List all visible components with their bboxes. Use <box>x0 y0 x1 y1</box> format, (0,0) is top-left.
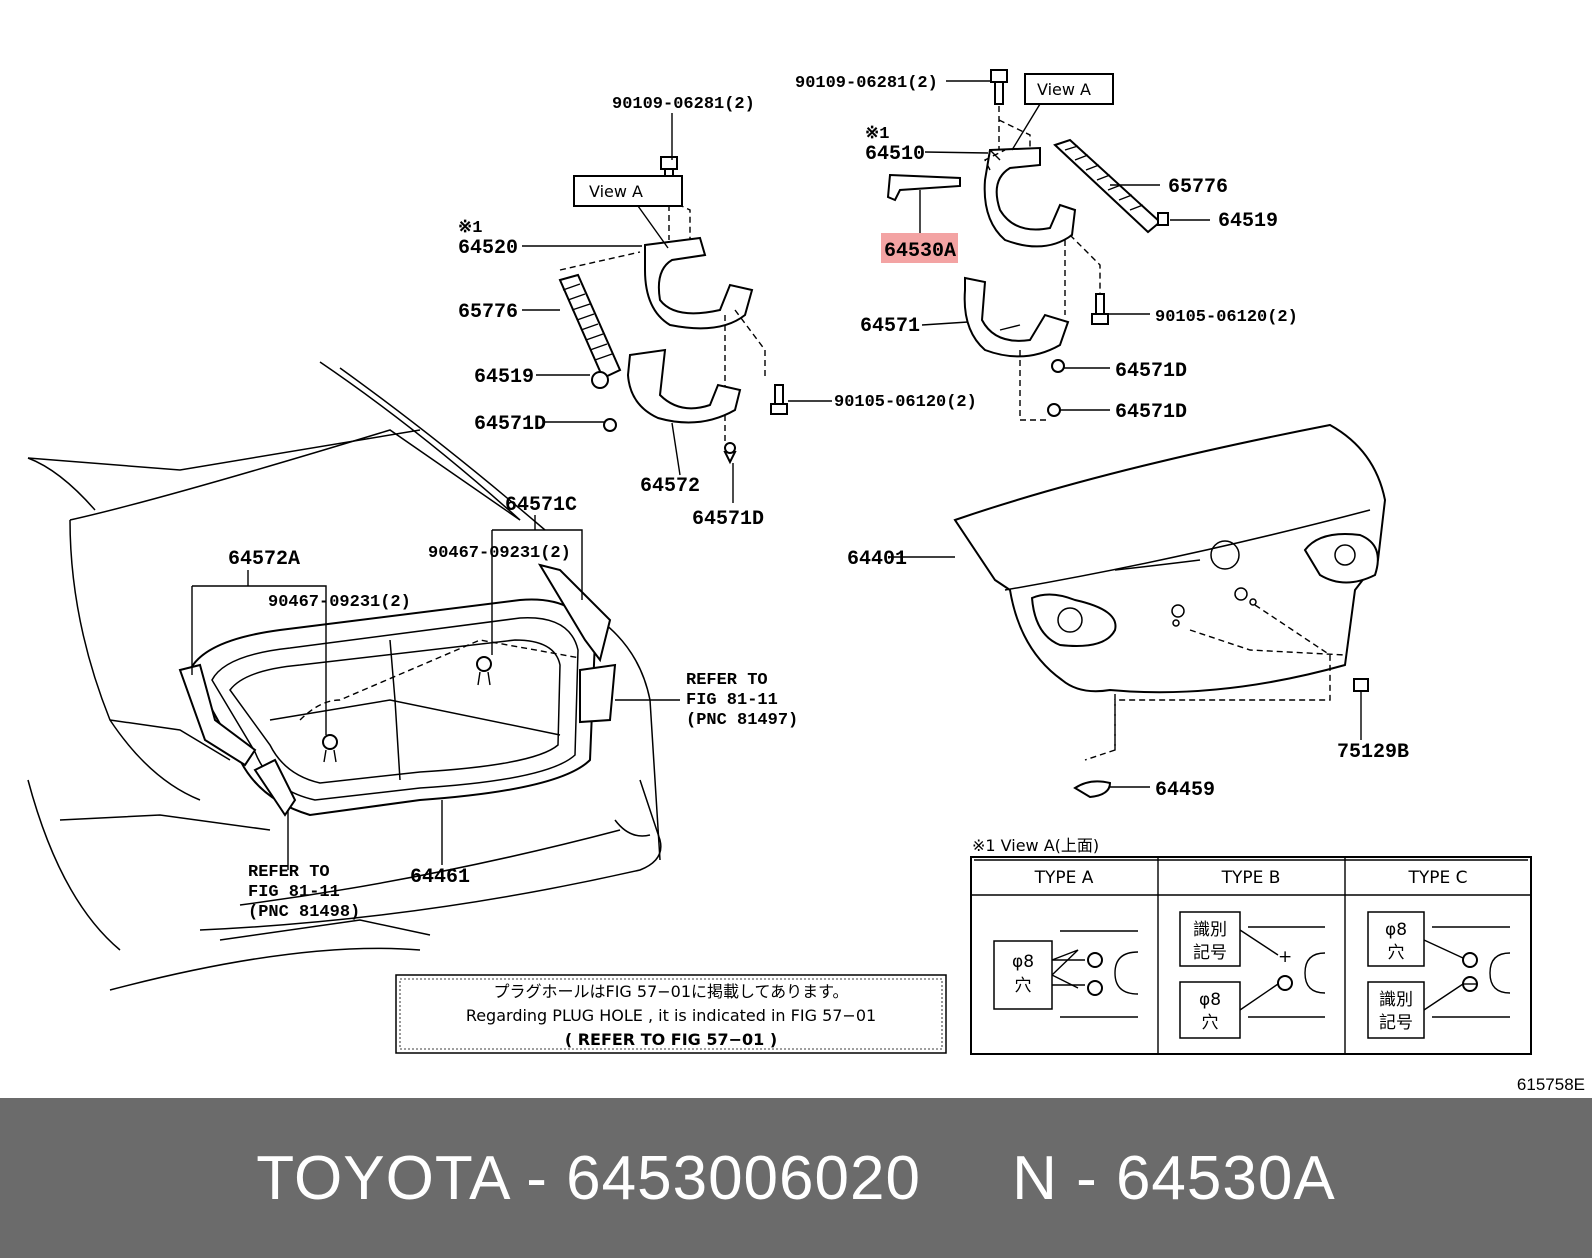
type-b-hole-1: φ8 <box>1199 990 1221 1010</box>
torsion-bar-left <box>558 273 622 380</box>
parts-diagram: 90109-06281(2) View A ※1 64520 65776 645… <box>27 69 1585 1094</box>
bumper-stop-icon <box>1353 678 1369 692</box>
figure-code: 615758E <box>1517 1075 1585 1094</box>
view-a-box-left <box>573 175 683 207</box>
clip-90467-left <box>322 734 338 763</box>
leader-lines <box>191 80 1210 870</box>
label-view-a-left: View A <box>589 182 643 201</box>
id-mark-plus-icon: + <box>1278 947 1292 967</box>
label-mark-left: ※1 <box>458 219 482 238</box>
label-clip-right-2: 64571D <box>1115 401 1187 424</box>
type-c-id-1: 識別 <box>1379 990 1413 1010</box>
type-b-hole-2: 穴 <box>1202 1013 1219 1033</box>
view-a-table: ※1 View A(上面) TYPE A TYPE B TYPE C φ8 穴 … <box>970 836 1532 1055</box>
bolt-icon <box>1091 293 1109 325</box>
label-bolt-right-top: 90109-06281(2) <box>795 74 938 93</box>
stopper-icon <box>591 371 609 389</box>
label-refer-right-1: REFER TO <box>686 671 768 690</box>
label-torsion-left: 65776 <box>458 301 518 324</box>
header-type-b: TYPE B <box>1221 868 1281 888</box>
label-stopper-right: 64519 <box>1218 210 1278 233</box>
label-refer-left-2: FIG 81-11 <box>248 883 340 902</box>
label-clip-c: 90467-09231(2) <box>428 544 571 563</box>
stopper-icon <box>1157 212 1169 226</box>
plug-icon <box>1073 780 1112 799</box>
label-mark-right: ※1 <box>865 125 889 144</box>
header-type-c: TYPE C <box>1407 868 1467 888</box>
type-c-hole-2: 穴 <box>1388 943 1405 963</box>
label-bolt-left-mid: 90105-06120(2) <box>834 393 977 412</box>
plug-hole-note: プラグホールはFIG 57−01に掲載してあります。 Regarding PLU… <box>395 974 947 1054</box>
clip-icon <box>603 418 617 432</box>
label-view-a-right: View A <box>1037 80 1091 99</box>
label-trim-c: 64571C <box>505 494 577 517</box>
view-a-box-right <box>1024 73 1114 105</box>
trunk-lid-drawing <box>953 423 1387 799</box>
car-body-drawing <box>27 361 662 991</box>
label-torsion-right: 65776 <box>1168 176 1228 199</box>
label-clip-a: 90467-09231(2) <box>268 593 411 612</box>
type-b-id-2: 記号 <box>1193 943 1227 963</box>
bolt-icon <box>990 69 1008 105</box>
label-bolt-right-mid: 90105-06120(2) <box>1155 308 1298 327</box>
label-plug: 64459 <box>1155 779 1215 802</box>
part-64530a-shape <box>886 173 961 202</box>
highlight-box <box>881 233 958 263</box>
label-highlight-part: 64530A <box>884 240 956 263</box>
label-refer-right-2: FIG 81-11 <box>686 691 778 710</box>
caption-bar: TOYOTA - 6453006020 N - 64530A <box>0 1098 1592 1258</box>
label-refer-left-3: (PNC 81498) <box>248 903 360 922</box>
note-line-1: プラグホールはFIG 57−01に掲載してあります。 <box>494 982 849 1001</box>
label-weatherstrip: 64461 <box>410 866 470 889</box>
right-hinge-assembly <box>886 69 1169 421</box>
label-refer-left-1: REFER TO <box>248 863 330 882</box>
label-cover-left-bottom-clip: 64571D <box>692 508 764 531</box>
type-c-hole-1: φ8 <box>1385 920 1407 940</box>
note-line-3: ( REFER TO FIG 57−01 ) <box>565 1030 777 1049</box>
type-a-hole-2: 穴 <box>1015 976 1032 996</box>
clip-90467-right <box>476 656 492 686</box>
hole-icon <box>1087 980 1103 996</box>
label-stopper-left: 64519 <box>474 366 534 389</box>
label-lid: 64401 <box>847 548 907 571</box>
clip-icon <box>1051 359 1065 373</box>
hole-icon <box>1277 975 1293 991</box>
label-hinge-right: 64510 <box>865 143 925 166</box>
part-caption: TOYOTA - 6453006020 N - 64530A <box>256 1143 1336 1213</box>
clip-icon <box>723 442 737 465</box>
header-type-a: TYPE A <box>1034 868 1094 888</box>
label-clip-right-1: 64571D <box>1115 360 1187 383</box>
left-hinge-assembly <box>558 156 788 465</box>
type-c-id-2: 記号 <box>1379 1013 1413 1033</box>
label-cover-right: 64571 <box>860 315 920 338</box>
label-hinge-left: 64520 <box>458 237 518 260</box>
part-labels: 90109-06281(2) View A ※1 64520 65776 645… <box>228 74 1409 922</box>
hole-icon <box>1462 952 1478 968</box>
clip-icon <box>1047 403 1061 417</box>
hole-icon <box>1087 952 1103 968</box>
label-bolt-left-top: 90109-06281(2) <box>612 95 755 114</box>
type-a-hole-1: φ8 <box>1012 952 1034 972</box>
label-cover-left-clip: 64571D <box>474 413 546 436</box>
type-b-id-1: 識別 <box>1193 920 1227 940</box>
view-table-title: ※1 View A(上面) <box>972 836 1099 855</box>
label-refer-right-3: (PNC 81497) <box>686 711 798 730</box>
label-bumper-stop: 75129B <box>1337 741 1409 764</box>
note-line-2: Regarding PLUG HOLE , it is indicated in… <box>466 1006 876 1025</box>
label-cover-left: 64572 <box>640 475 700 498</box>
label-trim-a: 64572A <box>228 548 300 571</box>
bolt-icon <box>770 384 788 415</box>
